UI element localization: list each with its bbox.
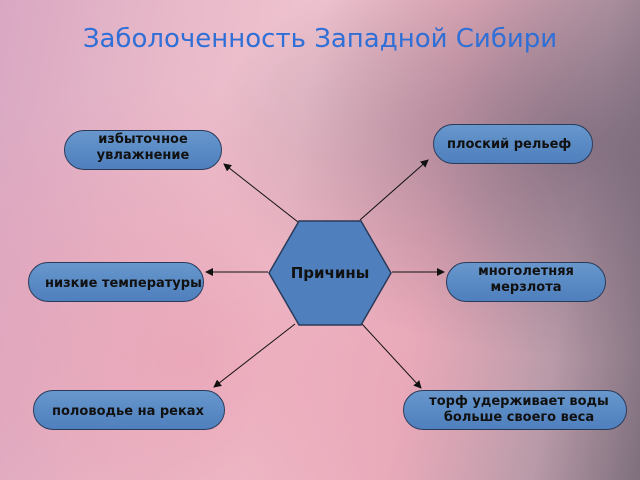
cause-label-permafrost: многолетняя мерзлота bbox=[478, 264, 574, 295]
cause-label-river-floods: половодье на реках bbox=[52, 404, 204, 419]
arrow-to-flat-relief bbox=[359, 159, 429, 221]
arrow-to-peat bbox=[361, 323, 422, 389]
cause-node-peat bbox=[403, 390, 627, 430]
cause-label-excess-moisture: избыточное увлажнение bbox=[96, 132, 190, 163]
cause-label-peat: торф удерживает воды больше своего веса bbox=[429, 394, 609, 425]
cause-node-low-temperatures bbox=[28, 262, 204, 302]
slide-title: Заболоченность Западной Сибири bbox=[82, 24, 558, 54]
arrow-to-excess-moisture bbox=[223, 163, 299, 223]
causes-label: Причины bbox=[290, 264, 370, 282]
cause-node-river-floods bbox=[33, 390, 225, 430]
cause-node-permafrost bbox=[446, 262, 606, 302]
cause-label-flat-relief: плоский рельеф bbox=[447, 137, 572, 152]
arrow-to-river-floods bbox=[213, 323, 296, 388]
cause-label-low-temperatures: низкие температуры bbox=[45, 276, 202, 291]
causes-hexagon: Причины bbox=[268, 220, 392, 326]
cause-node-excess-moisture bbox=[64, 130, 222, 170]
cause-node-flat-relief bbox=[433, 124, 593, 164]
